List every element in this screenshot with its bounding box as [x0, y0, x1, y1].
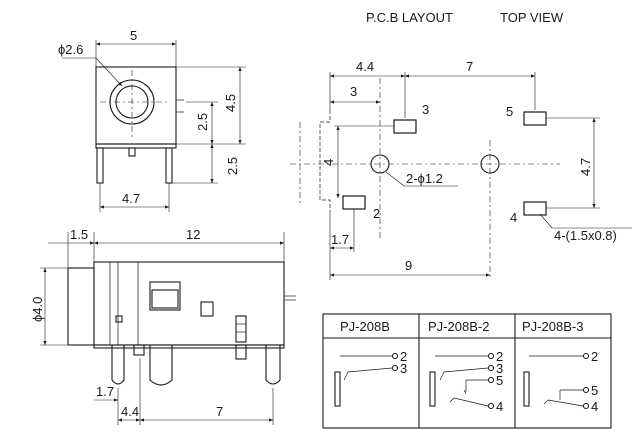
col3-pin5: 5 [591, 383, 598, 398]
table-header-2: PJ-208B-2 [428, 319, 489, 334]
side-dia-label: ϕ4.0 [30, 297, 45, 322]
table-header-1: PJ-208B [340, 319, 390, 334]
table-header-3: PJ-208B-3 [522, 319, 583, 334]
front-view: 5 ϕ2.6 4.5 2.5 2.5 4.7 [58, 28, 246, 212]
pcb-7-label: 7 [466, 59, 473, 74]
front-h2-label: 2.5 [195, 113, 210, 131]
pcb-4-label: 4 [321, 159, 336, 166]
pcb-pin4-label: 4 [510, 210, 517, 225]
pcb-pin3-label: 3 [422, 102, 429, 117]
col3-pin4: 4 [591, 399, 598, 414]
col2-pin2: 2 [496, 349, 503, 364]
front-dia-label: ϕ2.6 [58, 42, 83, 57]
pcb-pin2-label: 2 [373, 206, 380, 221]
col1-pin2: 2 [400, 349, 407, 364]
side-7-label: 7 [216, 404, 223, 419]
side-1-7-label: 1.7 [96, 384, 114, 399]
front-h3-label: 2.5 [225, 157, 240, 175]
pcb-layout: 3 5 2 4 4.4 7 3 4 4.7 2-ϕ1.2 4-(1.5x0.8) [290, 59, 632, 280]
pcb-4-4-label: 4.4 [356, 59, 374, 74]
front-h1-label: 4.5 [223, 94, 238, 112]
col3-pin2: 2 [591, 349, 598, 364]
side-1-5-label: 1.5 [70, 227, 88, 242]
pcb-pin5-label: 5 [506, 104, 513, 119]
top-view-title: TOP VIEW [500, 10, 564, 25]
pcb-pad-note: 4-(1.5x0.8) [554, 228, 617, 243]
col2-pin5: 5 [496, 373, 503, 388]
col2-pin3: 3 [496, 361, 503, 376]
col1-pin3: 3 [400, 361, 407, 376]
wiring-table: PJ-208B PJ-208B-2 PJ-208B-3 2 3 2 3 5 4 [322, 313, 612, 429]
pcb-1-7-label: 1.7 [331, 232, 349, 247]
side-view: 1.5 12 ϕ4.0 1 [30, 227, 296, 425]
col2-pin4: 4 [496, 399, 503, 414]
side-4-4-label: 4.4 [121, 404, 139, 419]
pcb-3-label: 3 [350, 84, 357, 99]
pcb-4-7-label: 4.7 [578, 158, 593, 176]
front-width-label: 5 [130, 28, 137, 43]
pcb-layout-title: P.C.B LAYOUT [366, 10, 453, 25]
front-bottom-label: 4.7 [122, 191, 140, 206]
pcb-9-label: 9 [405, 258, 412, 273]
side-12-label: 12 [186, 227, 200, 242]
pcb-hole-note: 2-ϕ1.2 [406, 171, 443, 186]
